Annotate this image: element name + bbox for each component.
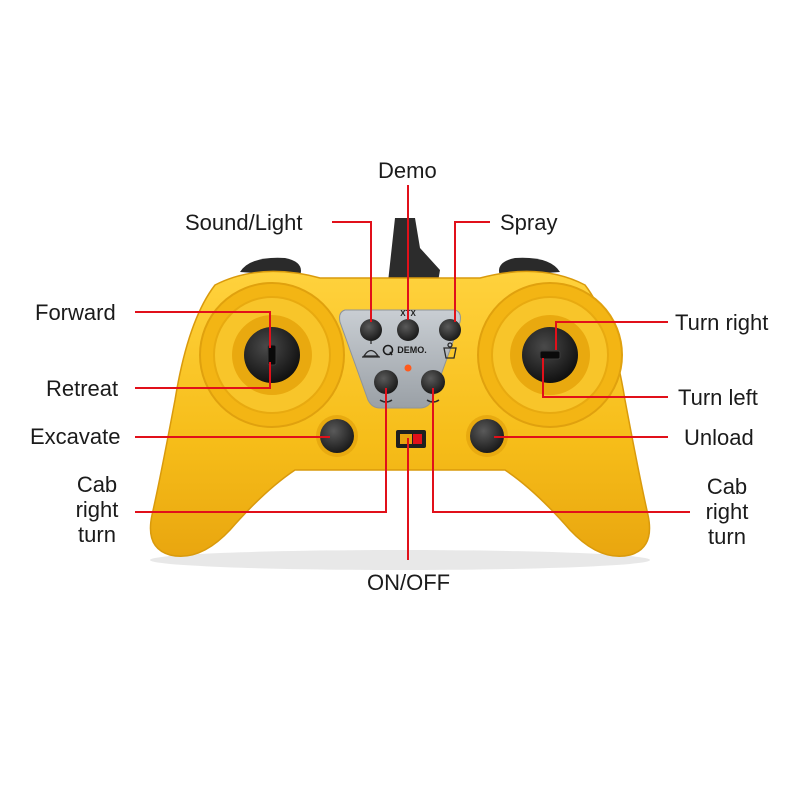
spray-callout — [454, 221, 490, 322]
sound-light-callout — [332, 221, 372, 322]
turn-right-callout — [555, 321, 668, 350]
label-excavate: Excavate — [30, 424, 121, 449]
siren-icon — [362, 341, 380, 358]
label-cab-right-turn-left-line1: Cab — [76, 472, 118, 497]
label-cab-right-turn-right-line3: turn — [708, 524, 746, 549]
cab-right-turn-right-callout — [432, 388, 690, 513]
excavate-button[interactable] — [320, 419, 354, 453]
label-spray: Spray — [500, 210, 558, 235]
callout-lines — [135, 185, 690, 560]
antenna — [388, 218, 440, 282]
demo-icon — [382, 344, 394, 356]
shadow — [150, 550, 650, 570]
label-forward: Forward — [35, 300, 116, 325]
sound-light-button[interactable] — [360, 319, 382, 341]
demo-panel-text: DEMO. — [397, 345, 427, 355]
power-led — [404, 364, 412, 372]
label-unload: Unload — [684, 425, 754, 450]
label-turn-left: Turn left — [678, 385, 758, 410]
demo-button[interactable] — [397, 319, 419, 341]
label-sound-light: Sound/Light — [185, 210, 303, 235]
cab-right-turn-left-callout — [135, 388, 387, 513]
right-joystick-knob — [539, 350, 561, 360]
label-turn-right: Turn right — [675, 310, 769, 335]
cab-rotate-right-button[interactable] — [421, 370, 445, 394]
label-cab-right-turn-right-line2: right — [705, 499, 749, 524]
label-cab-right-turn-left-line3: turn — [78, 522, 116, 547]
power-switch-red-indicator — [413, 434, 422, 444]
spray-button[interactable] — [439, 319, 461, 341]
label-cab-right-turn-right-line1: Cab — [706, 474, 748, 499]
unload-button[interactable] — [470, 419, 504, 453]
power-switch[interactable] — [400, 434, 412, 444]
label-cab-right-turn-left-line2: right — [75, 497, 119, 522]
label-retreat: Retreat — [46, 376, 119, 401]
turn-left-callout — [542, 358, 668, 398]
cab-rotate-left-button[interactable] — [374, 370, 398, 394]
label-cab-right-turn-right: Cab right turn — [682, 474, 772, 549]
label-demo: Demo — [378, 158, 437, 183]
forward-callout — [135, 311, 271, 348]
retreat-callout — [135, 362, 271, 389]
label-on-off: ON/OFF — [367, 570, 451, 595]
spray-icon — [443, 342, 457, 359]
left-joystick-knob — [267, 344, 277, 366]
label-cab-right-turn-left: Cab right turn — [52, 472, 142, 547]
